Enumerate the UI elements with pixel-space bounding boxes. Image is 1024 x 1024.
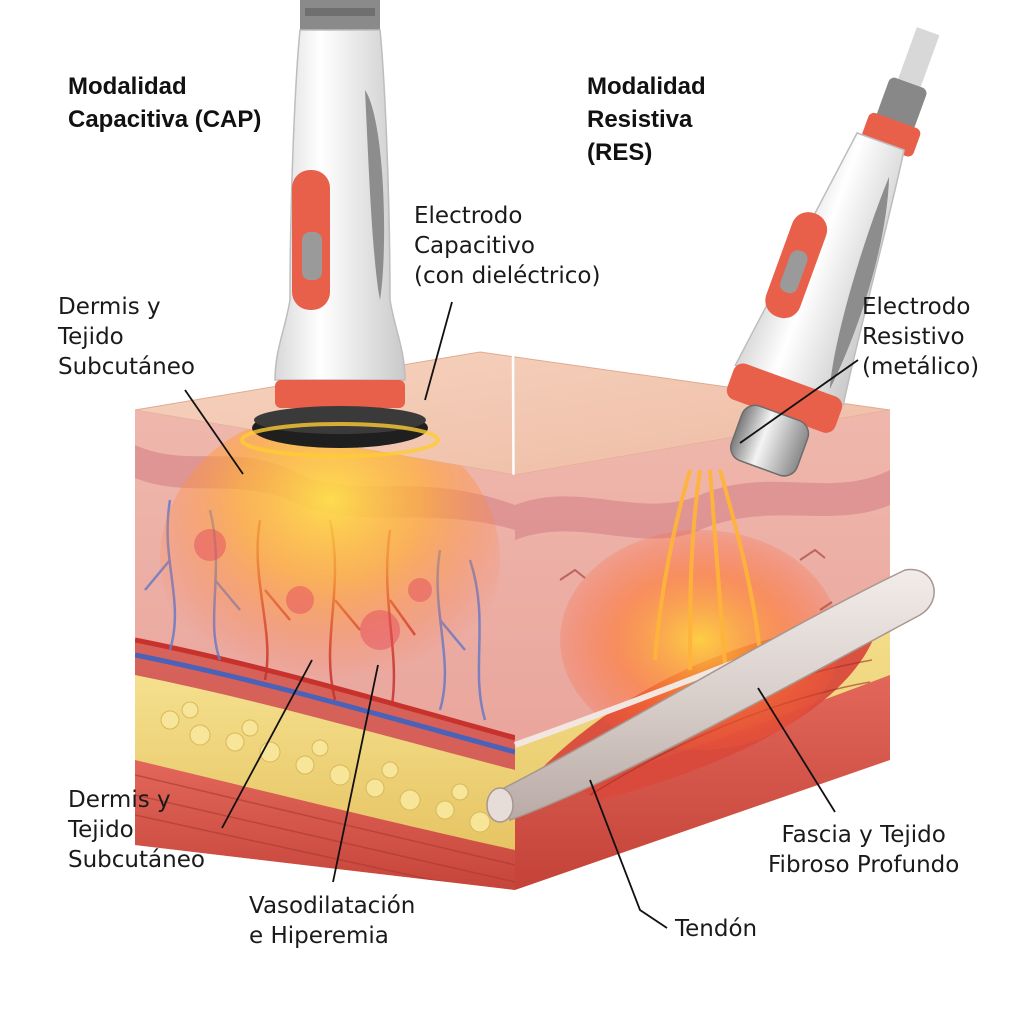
capacitive-heat-zone (160, 410, 500, 710)
leader-lines (184, 301, 859, 929)
title-resistive-line: (RES) (587, 139, 653, 166)
label-dermis-bottom: Dermis y Tejido Subcutáneo (68, 785, 205, 875)
title-resistive: Modalidad Resistiva (RES) (587, 70, 706, 169)
title-capacitive-line: Capacitiva (CAP) (68, 106, 262, 133)
leader-electrode-res (739, 359, 859, 444)
label-vasodilation: Vasodilatación e Hiperemia (249, 891, 415, 951)
label-line: Dermis y (58, 294, 161, 320)
capacitive-handpiece (240, 0, 440, 458)
label-line: Tejido (68, 817, 134, 843)
label-line: Dermis y (68, 787, 171, 813)
label-line: Capacitivo (414, 233, 535, 259)
label-line: Resistivo (862, 324, 965, 350)
leader-electrode-cap (424, 301, 453, 401)
label-line: Vasodilatación (249, 893, 416, 919)
leader-dermis-bottom (221, 659, 313, 829)
label-line: Electrodo (414, 203, 523, 229)
label-fascia: Fascia y Tejido Fibroso Profundo (768, 820, 959, 880)
label-line: Electrodo (862, 294, 971, 320)
label-line: (metálico) (862, 354, 980, 380)
label-line: Subcutáneo (68, 847, 205, 873)
leader-fascia (757, 687, 836, 813)
label-electrode-capacitive: Electrodo Capacitivo (con dieléctrico) (414, 201, 600, 291)
tendon (486, 568, 935, 823)
title-capacitive-line: Modalidad (68, 73, 187, 100)
left-face-layers (135, 410, 515, 890)
resistive-electrode-tip (729, 404, 810, 477)
title-resistive-line: Resistiva (587, 106, 693, 133)
leader-vasodilation (332, 664, 379, 883)
label-line: (con dieléctrico) (414, 263, 601, 289)
label-tendon: Tendón (675, 914, 757, 944)
title-capacitive: Modalidad Capacitiva (CAP) (68, 70, 261, 136)
resistive-handpiece (726, 27, 940, 477)
label-dermis-top: Dermis y Tejido Subcutáneo (58, 292, 195, 382)
label-line: Fibroso Profundo (768, 852, 960, 878)
label-line: Fascia y Tejido (781, 822, 946, 848)
label-line: Subcutáneo (58, 354, 195, 380)
leader-tendon (589, 779, 668, 929)
label-line: e Hiperemia (249, 923, 389, 949)
title-resistive-line: Modalidad (587, 73, 706, 100)
leader-dermis-top (184, 389, 244, 475)
label-line: Tejido (58, 324, 124, 350)
label-line: Tendón (675, 916, 758, 942)
label-electrode-resistive: Electrodo Resistivo (metálico) (862, 292, 979, 382)
